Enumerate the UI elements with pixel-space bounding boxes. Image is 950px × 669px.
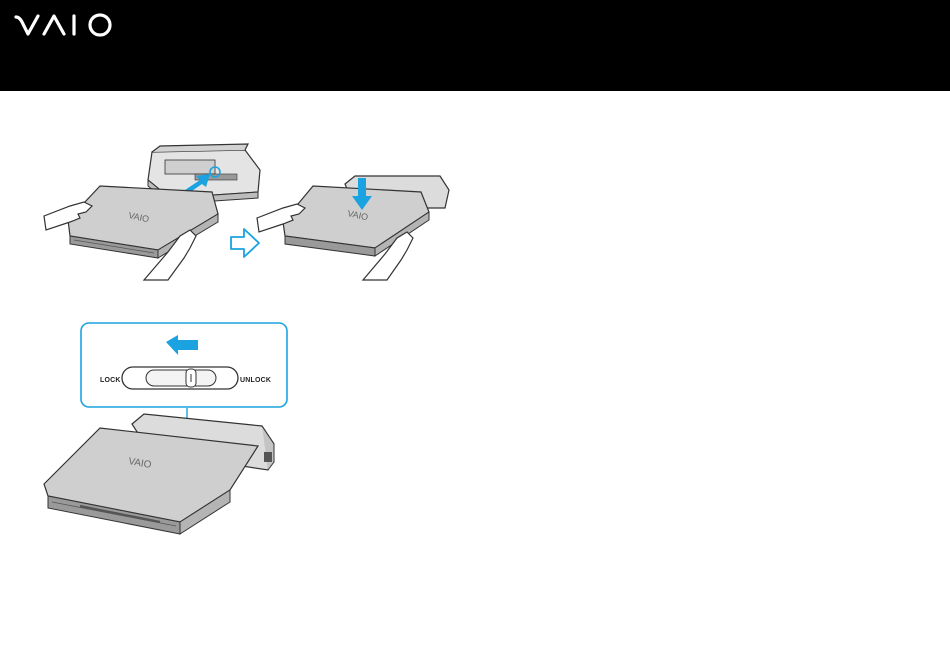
page-header [0,0,950,91]
vaio-logo-icon [14,12,120,38]
laptop: VAIO [44,428,258,534]
unlock-label: UNLOCK [240,377,271,384]
laptop: VAIO [68,186,218,258]
lock-switch-callout [80,322,290,410]
lock-label: LOCK [100,377,121,384]
step2-press-illustration: VAIO [255,172,455,282]
step3-docked-illustration: VAIO [40,412,280,542]
dock-lock-switch-icon [122,367,238,389]
step1-align-illustration: VAIO [40,140,270,285]
